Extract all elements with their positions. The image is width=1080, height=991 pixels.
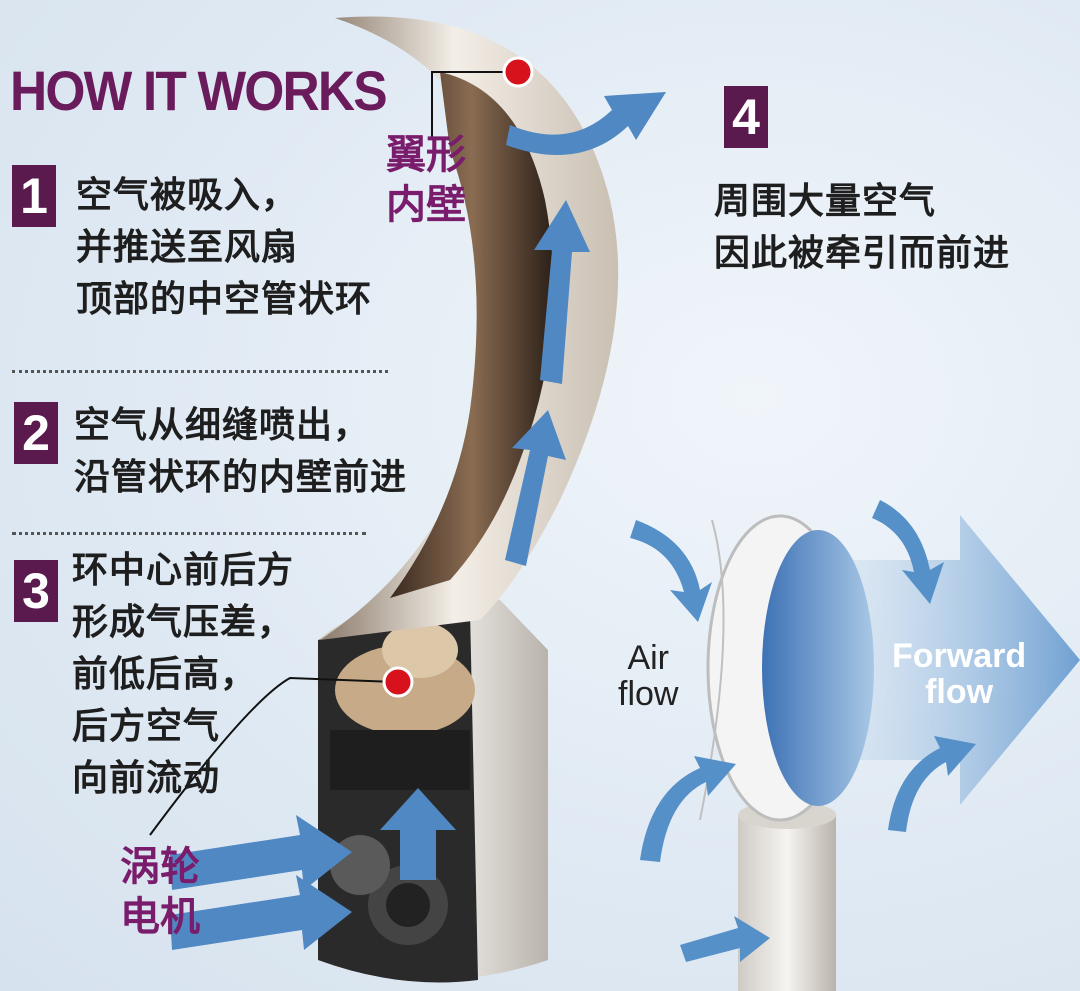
- air-flow-label: Air flow: [618, 639, 679, 713]
- step-1-badge: 1: [12, 165, 56, 227]
- forward-flow-label: Forward flow: [892, 637, 1027, 711]
- motor-marker: [382, 666, 414, 698]
- step-2-badge: 2: [14, 402, 58, 464]
- intake-arrows: [170, 788, 456, 950]
- internal-airflow-arrows: [505, 92, 666, 566]
- step-2-text: 空气从细缝喷出， 沿管状环的内壁前进: [74, 405, 408, 498]
- step-1-text: 空气被吸入， 并推送至风扇 顶部的中空管状环: [76, 175, 373, 320]
- forward-flow-arrow: [830, 515, 1080, 805]
- callout-lines: [149, 71, 516, 836]
- side-fan-illustration: [699, 514, 874, 991]
- fan-airfoil-loop: [320, 16, 619, 641]
- diagram-title: HOW IT WORKS: [10, 59, 388, 122]
- divider-2: [12, 532, 366, 535]
- turbo-motor-label: 涡轮 电机: [120, 844, 200, 940]
- airfoil-wall-label: 翼形 内壁: [386, 132, 466, 228]
- step-3-text: 环中心前后方 形成气压差， 前低后高， 后方空气 向前流动: [72, 550, 295, 799]
- fan-base: [318, 593, 548, 983]
- ambient-arrows: [630, 500, 976, 962]
- step-4-text: 周围大量空气 因此被牵引而前进: [714, 181, 1011, 274]
- step-4-badge: 4: [724, 86, 768, 148]
- step-3-badge: 3: [14, 560, 58, 622]
- airfoil-marker: [502, 56, 534, 88]
- divider-1: [12, 370, 388, 373]
